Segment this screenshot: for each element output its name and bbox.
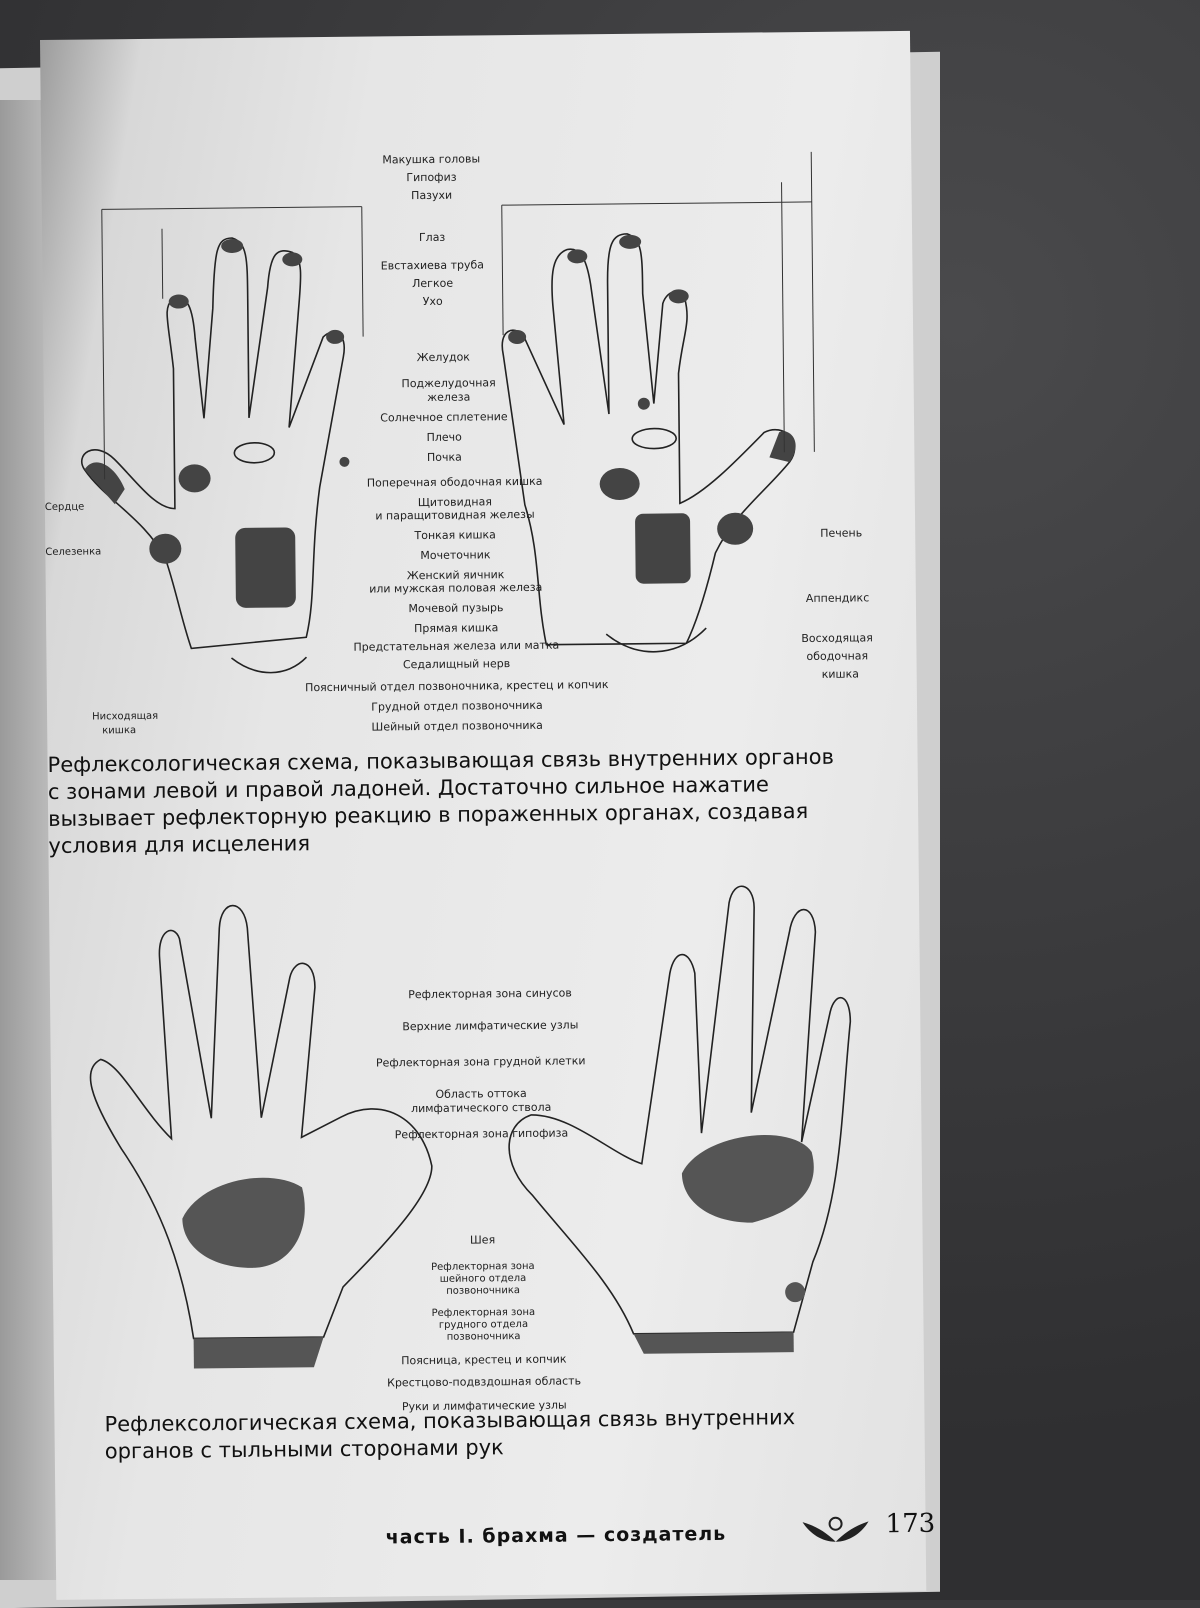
zone-label: Нисходящая [92, 711, 158, 723]
palm-reflexology-diagram: Макушка головы Гипофиз Пазухи Глаз Евста… [45, 151, 873, 737]
zone-label: железа [427, 391, 470, 404]
zone-label: кишка [822, 667, 859, 680]
zone-label: Плечо [426, 431, 462, 444]
zone-label: Рефлекторная зона синусов [408, 986, 572, 1001]
figure-caption-hand-backs: Рефлексологическая схема, показывающая с… [104, 1405, 796, 1464]
zone-label: Восходящая [801, 631, 873, 645]
zone-label: Почка [427, 451, 462, 464]
zone-label: Поперечная ободочная кишка [367, 475, 543, 490]
zone-label: Крестцово-подвздошная область [387, 1374, 581, 1389]
zone-label: Мочевой пузырь [408, 601, 503, 615]
zone-label: Мочеточник [420, 548, 491, 562]
figure-caption-palms: Рефлексологическая схема, показывающая с… [47, 744, 835, 858]
zone-label: Желудок [417, 351, 471, 365]
zone-label: Женский яичник [407, 568, 505, 582]
zone-label: Поясница, крестец и копчик [401, 1353, 567, 1368]
zone-label: Шея [470, 1233, 495, 1246]
zone-label: Область оттока [435, 1087, 526, 1101]
zone-label: грудного отдела [439, 1319, 528, 1331]
zone-label: шейного отдела [440, 1273, 527, 1285]
zone-label: Предстательная железа или матка [353, 639, 559, 654]
left-palm-outline [81, 237, 346, 650]
right-hand-back-outline [508, 885, 852, 1335]
zone-label: и паращитовидная железы [375, 508, 534, 523]
hand-back-reflexology-diagram: Рефлекторная зона синусов Верхние лимфат… [89, 885, 852, 1414]
zone-label: Шейный отдел позвоночника [371, 719, 543, 734]
zone-label: Сердце [45, 502, 84, 513]
zone-label: Поясничный отдел позвоночника, крестец и… [305, 678, 609, 694]
lotus-ornament-icon [802, 1516, 869, 1542]
zone-label: кишка [102, 725, 136, 736]
zone-label: Макушка головы [382, 152, 480, 166]
book-page: Макушка головы Гипофиз Пазухи Глаз Евста… [40, 30, 935, 1600]
zone-label: Прямая кишка [414, 621, 498, 635]
zone-label: Селезенка [45, 546, 101, 558]
page-number: 173 [885, 1508, 936, 1540]
center-labels: Макушка головы Гипофиз Пазухи Глаз Евста… [305, 152, 609, 734]
zone-label: Щитовидная [418, 495, 492, 509]
zone-label: Аппендикс [806, 591, 869, 605]
zone-label: Седалищный нерв [403, 657, 510, 671]
zone-label: Поджелудочная [401, 376, 495, 390]
zone-label: Солнечное сплетение [380, 410, 508, 424]
zone-label: Тонкая кишка [413, 528, 496, 542]
zone-label: Евстахиева труба [381, 258, 484, 272]
zone-label: Пазухи [411, 189, 452, 202]
zone-label: Рефлекторная зона [432, 1307, 536, 1319]
zone-label: Глаз [419, 231, 446, 244]
zone-label: Легкое [412, 277, 453, 290]
running-footer: часть I. брахма — создатель [385, 1522, 727, 1549]
left-hand-back-outline [89, 904, 433, 1340]
zone-label: Гипофиз [406, 171, 456, 185]
right-labels: Печень Аппендикс Восходящая ободочная ки… [801, 526, 873, 680]
zone-label: лимфатического ствола [411, 1101, 551, 1115]
zone-label: Руки и лимфатические узлы [402, 1399, 567, 1414]
zone-label: Верхние лимфатические узлы [402, 1018, 578, 1033]
zone-label: позвоночника [447, 1331, 521, 1343]
zone-label: Рефлекторная зона [431, 1261, 535, 1273]
zone-label: или мужская половая железа [369, 581, 542, 596]
zone-label: Грудной отдел позвоночника [371, 699, 543, 714]
zone-label: Рефлекторная зона гипофиза [395, 1127, 569, 1142]
back-labels: Рефлекторная зона синусов Верхние лимфат… [376, 986, 586, 1414]
zone-label: ободочная [806, 649, 868, 663]
left-labels: Сердце Селезенка Нисходящая кишка [45, 502, 158, 737]
zone-label: позвоночника [446, 1285, 520, 1297]
zone-label: Рефлекторная зона грудной клетки [376, 1054, 586, 1069]
zone-label: Печень [820, 526, 862, 539]
zone-label: Ухо [423, 295, 443, 308]
